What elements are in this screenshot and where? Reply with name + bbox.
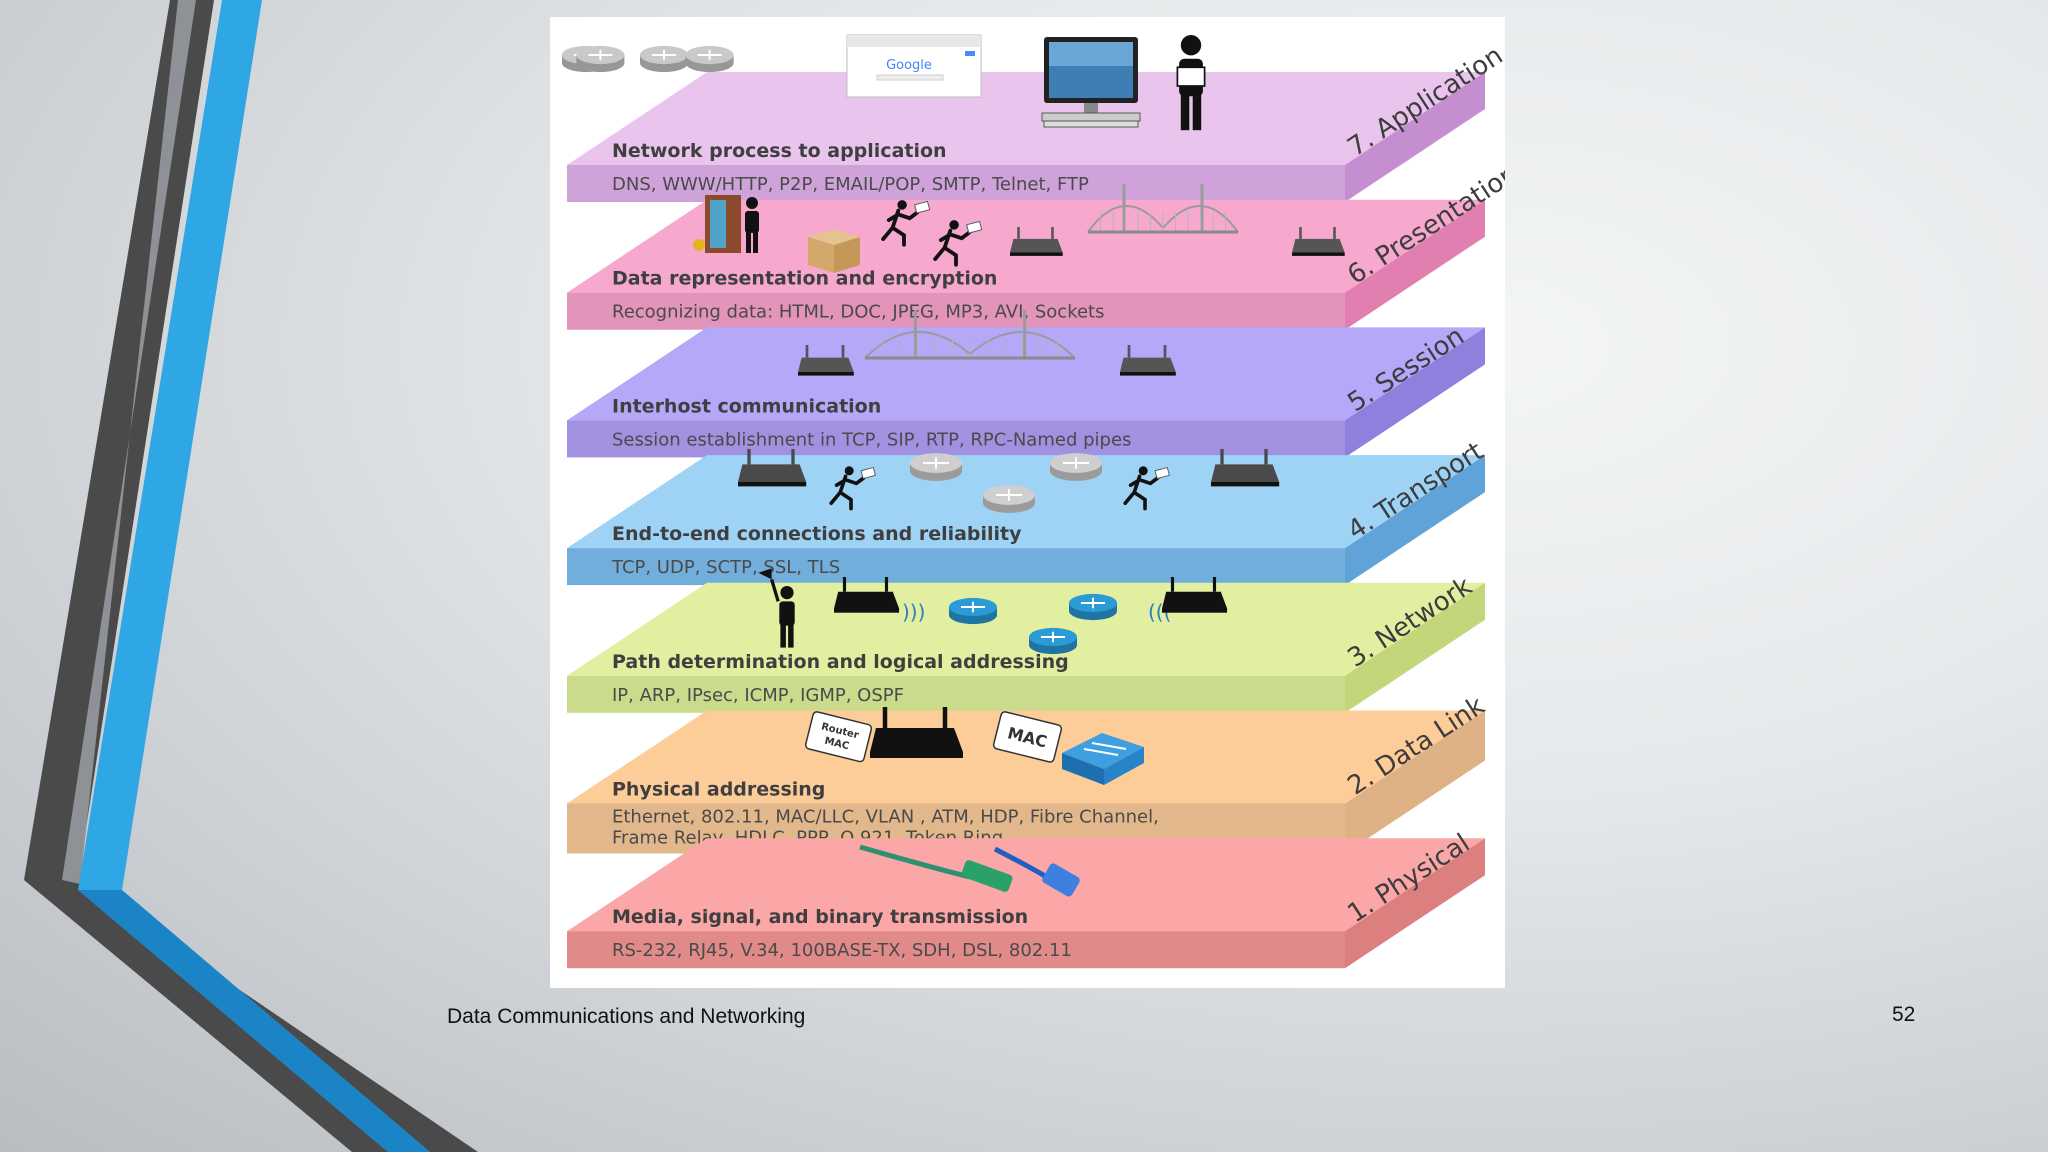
layer-top-face (567, 72, 1485, 165)
router-icon (798, 345, 854, 376)
layer-top-face (567, 838, 1485, 932)
layer-front-face (567, 292, 1345, 330)
layer-side-face (1345, 838, 1485, 969)
layer-protocols: RS-232, RJ45, V.34, 100BASE-TX, SDH, DSL… (612, 940, 1072, 961)
wireless-router-icon (870, 707, 963, 758)
light-gray-decor-stripe (62, 0, 196, 884)
running-courier-icon (881, 200, 931, 247)
network-router-icon (1029, 627, 1077, 655)
fiber-cable-icon (859, 844, 1013, 892)
locked-door-icon (693, 195, 741, 253)
router-icon (1010, 227, 1063, 256)
osi-layer: End-to-end connections and reliabilityTC… (567, 436, 1489, 586)
layer-top-face (567, 710, 1485, 804)
router-icon (738, 449, 807, 487)
osi-layer: Media, signal, and binary transmissionRS… (567, 828, 1485, 969)
layer-side-face (1345, 199, 1485, 330)
mac-tag-icon: MAC (992, 711, 1063, 763)
network-switch-icon (1062, 733, 1144, 785)
router-icon (1211, 449, 1280, 487)
running-courier-icon (933, 220, 983, 267)
switch-icon (983, 485, 1035, 513)
switch-icon (910, 453, 962, 481)
bridge-router-icon (576, 45, 625, 73)
footer-text: Data Communications and Networking (447, 1005, 806, 1028)
bridge-router-icon (685, 45, 734, 73)
bridge-icon (864, 310, 1076, 360)
person-icon (745, 197, 759, 253)
desktop-computer-icon (1041, 37, 1141, 128)
layer-title: Data representation and encryption (612, 268, 997, 290)
layer-side-face (1345, 327, 1485, 458)
dark-blue-decor-stripe (78, 890, 430, 1152)
layer-protocols: IP, ARP, IPsec, ICMP, IGMP, OSPF (612, 685, 904, 706)
wireless-router-icon (1162, 577, 1228, 613)
page-number: 52 (1892, 1003, 1916, 1026)
network-router-icon (1069, 593, 1117, 621)
layer-title: Media, signal, and binary transmission (612, 906, 1028, 928)
layer-protocols: Session establishment in TCP, SIP, RTP, … (612, 429, 1131, 450)
layer-front-face (567, 420, 1345, 458)
person-with-flag-icon (758, 568, 795, 648)
network-router-icon (949, 597, 997, 625)
wifi-icon: ))) (902, 600, 925, 624)
layer-title: Network process to application (612, 140, 947, 162)
layer-title: Path determination and logical addressin… (612, 651, 1069, 673)
layer-front-face (567, 931, 1345, 969)
dark-decor-stripe (24, 0, 478, 1152)
switch-icon (1050, 453, 1102, 481)
layer-side-face (1345, 710, 1485, 854)
router-icon (1120, 345, 1176, 376)
person-with-letter-icon (1176, 35, 1206, 131)
layer-protocols: Ethernet, 802.11, MAC/LLC, VLAN , ATM, H… (612, 807, 1159, 828)
osi-layer: Path determination and logical addressin… (567, 571, 1485, 713)
browser-window-icon: Google (846, 34, 982, 98)
google-logo: Google (886, 58, 932, 73)
wireless-router-icon (834, 577, 900, 613)
layer-title: Interhost communication (612, 395, 881, 417)
layer-front-face (567, 165, 1345, 202)
layer-top-face (567, 327, 1485, 421)
blue-decor-stripe (78, 0, 430, 1152)
layer-side-face (1345, 72, 1485, 202)
running-courier-icon (1123, 466, 1170, 511)
layer-top-face (567, 582, 1485, 676)
router-icon (1292, 227, 1345, 256)
layer-protocols: Recognizing data: HTML, DOC, JPEG, MP3, … (612, 302, 1105, 323)
layer-protocols: DNS, WWW/HTTP, P2P, EMAIL/POP, SMTP, Tel… (612, 174, 1089, 195)
layer-protocols: TCP, UDP, SCTP, SSL, TLS (611, 557, 840, 578)
layer-side-face (1345, 455, 1485, 586)
bridge-router-icon (640, 45, 688, 73)
bridge-icon (1087, 184, 1239, 234)
layer-front-face (567, 675, 1345, 713)
layer-title: Physical addressing (612, 779, 825, 801)
ethernet-cable-icon (993, 846, 1080, 897)
layer-side-face (1345, 582, 1485, 713)
box-icon (808, 229, 860, 273)
running-courier-icon (829, 466, 876, 511)
layer-title: End-to-end connections and reliability (612, 523, 1022, 545)
